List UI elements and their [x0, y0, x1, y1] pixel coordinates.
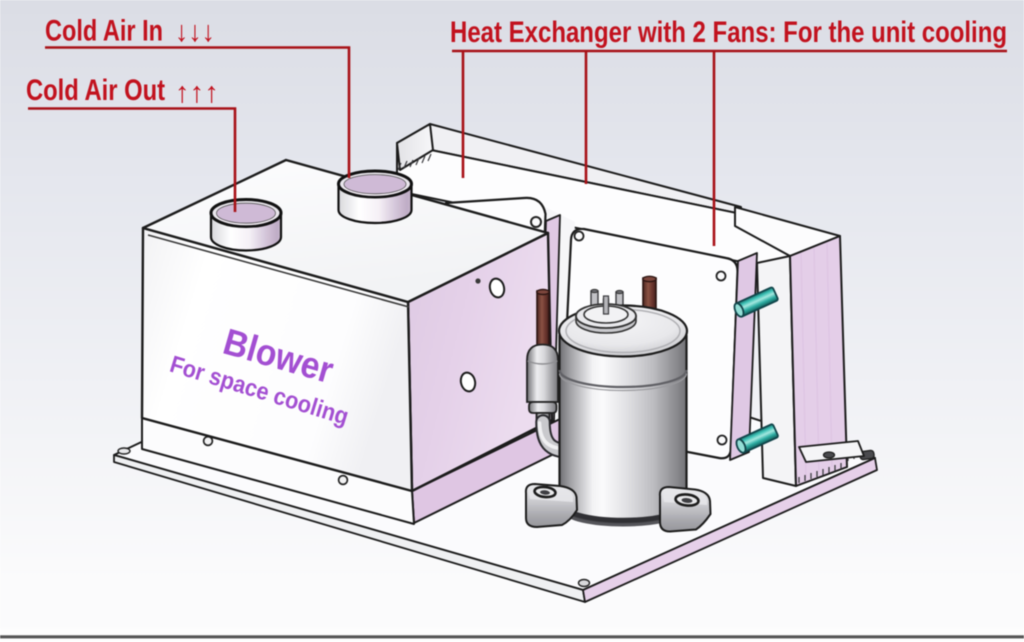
svg-text:↑↑↑: ↑↑↑ [175, 77, 219, 109]
svg-text:Cold Air In: Cold Air In [45, 15, 163, 48]
svg-text:Cold Air Out: Cold Air Out [26, 74, 165, 107]
svg-text:↓↓↓: ↓↓↓ [175, 16, 215, 48]
svg-text:Heat Exchanger with 2 Fans: Fo: Heat Exchanger with 2 Fans: For the unit… [450, 16, 1007, 49]
